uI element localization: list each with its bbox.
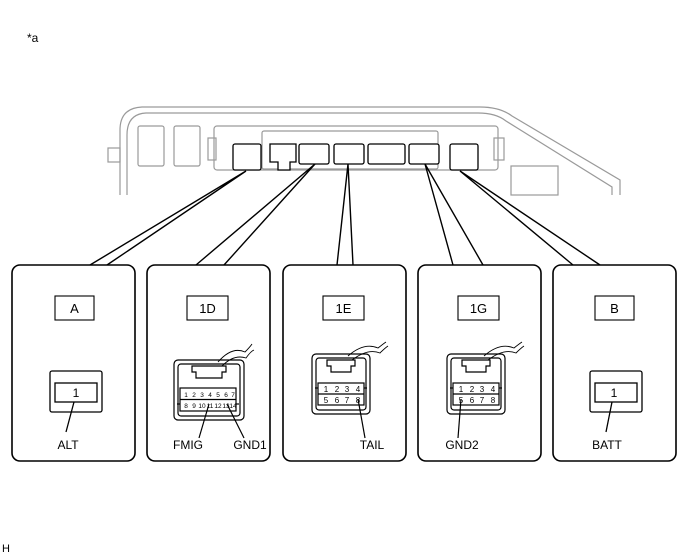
- socket-1e: [333, 143, 365, 165]
- callout-tail: TAIL: [360, 438, 385, 452]
- pins-1g: 1 2 3 4 5 6 7 8: [459, 385, 496, 405]
- code-label-a: A: [70, 301, 79, 316]
- callout-panels: [11, 264, 677, 462]
- pin-1d-9: 9: [192, 403, 196, 410]
- pin-1d-1: 1: [184, 392, 188, 399]
- code-label-1g: 1G: [470, 301, 487, 316]
- pin-1g-8: 8: [491, 396, 496, 405]
- pin-1d-13: 13: [222, 403, 230, 410]
- pin-1e-1: 1: [324, 385, 329, 394]
- pin-1d-8: 8: [184, 403, 188, 410]
- pin-1g-1: 1: [459, 385, 464, 394]
- panel-1d: [146, 264, 271, 462]
- socket-1d: [269, 143, 297, 171]
- callout-alt: ALT: [57, 438, 79, 452]
- pin-1d-2: 2: [192, 392, 196, 399]
- pin-1d-6: 6: [224, 392, 228, 399]
- pin-1g-2: 2: [470, 385, 475, 394]
- pin-1d-12: 12: [214, 403, 222, 410]
- pin-b-1: 1: [611, 386, 618, 400]
- code-label-1e: 1E: [336, 301, 352, 316]
- panel-b: [552, 264, 677, 462]
- pin-1e-8: 8: [356, 396, 361, 405]
- leader-lines: [89, 163, 601, 266]
- pin-1d-4: 4: [208, 392, 212, 399]
- code-label-1d: 1D: [199, 301, 216, 316]
- callout-gnd2: GND2: [445, 438, 479, 452]
- pin-1d-5: 5: [216, 392, 220, 399]
- callout-gnd1: GND1: [233, 438, 267, 452]
- pin-1d-7: 7: [231, 392, 235, 399]
- callout-fmig: FMIG: [173, 438, 203, 452]
- footer-mark: H: [2, 543, 10, 555]
- socket-a: [232, 143, 262, 171]
- socket-b: [449, 143, 479, 171]
- connector-b: [589, 370, 643, 433]
- pin-1e-2: 2: [335, 385, 340, 394]
- connector-1e: [311, 341, 389, 439]
- pin-1d-11: 11: [207, 403, 214, 410]
- pin-1d-3: 3: [200, 392, 204, 399]
- figure-mark: *a: [27, 31, 39, 45]
- socket-1g: [408, 143, 440, 165]
- connector-a: [49, 370, 103, 433]
- pin-1g-3: 3: [480, 385, 485, 394]
- pin-a-1: 1: [73, 386, 80, 400]
- pin-1d-14: 14: [229, 403, 237, 410]
- pin-1e-4: 4: [356, 385, 361, 394]
- callout-batt: BATT: [592, 438, 622, 452]
- panel-1g: [417, 264, 542, 462]
- pins-1e: 1 2 3 4 5 6 7 8: [324, 385, 361, 405]
- pins-1d: 1 2 3 4 5 6 7 8 9 10 11 12 13 14: [184, 392, 237, 410]
- pin-1e-3: 3: [345, 385, 350, 394]
- pin-1g-7: 7: [480, 396, 485, 405]
- pin-1e-5: 5: [324, 396, 329, 405]
- panel-1e: [282, 264, 407, 462]
- socket-1d-right: [298, 143, 330, 165]
- code-label-boxes: [54, 295, 635, 321]
- connector-1g: [446, 341, 525, 439]
- pin-1g-5: 5: [459, 396, 464, 405]
- code-label-b: B: [610, 301, 619, 316]
- pin-1e-7: 7: [345, 396, 350, 405]
- housing-sockets: [232, 143, 479, 171]
- pin-1d-10: 10: [198, 403, 206, 410]
- socket-1f: [367, 143, 406, 165]
- code-labels: A 1D 1E 1G B: [70, 301, 619, 316]
- panel-a: [11, 264, 136, 462]
- connector-1d: [173, 343, 255, 439]
- pin-1g-4: 4: [491, 385, 496, 394]
- pin-1g-6: 6: [470, 396, 475, 405]
- pin-1e-6: 6: [335, 396, 340, 405]
